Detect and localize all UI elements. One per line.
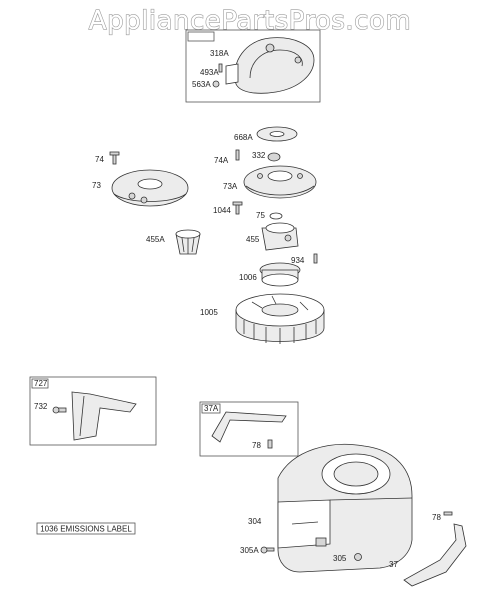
part-label-73A: 73A bbox=[223, 182, 238, 191]
emissions-label-text: 1036 EMISSIONS LABEL bbox=[40, 525, 132, 534]
screw-part bbox=[109, 151, 120, 165]
screw-part bbox=[52, 406, 67, 414]
part-label-74: 74 bbox=[95, 155, 104, 164]
guard-strip-part bbox=[403, 523, 467, 587]
part-label-1006: 1006 bbox=[239, 273, 257, 282]
screw-part bbox=[267, 439, 273, 449]
part-label-78-strip: 78 bbox=[432, 513, 441, 522]
starter-cup-center bbox=[243, 165, 317, 199]
starter-cup-left bbox=[111, 169, 189, 207]
inset-box-top bbox=[185, 29, 321, 103]
part-label-305: 305 bbox=[333, 554, 347, 563]
part-label-455: 455 bbox=[246, 235, 260, 244]
part-label-37A: 37A bbox=[204, 404, 219, 413]
part-label-493A: 493A bbox=[200, 68, 219, 77]
flywheel-fan-part bbox=[235, 293, 325, 344]
nut-part bbox=[354, 553, 362, 561]
pawl-housing-part bbox=[261, 222, 299, 251]
screw-part bbox=[443, 511, 453, 516]
blower-housing-part bbox=[277, 443, 413, 573]
screw-part bbox=[235, 149, 240, 161]
part-label-37: 37 bbox=[389, 560, 398, 569]
screw-part bbox=[313, 253, 318, 264]
part-label-78-shield: 78 bbox=[252, 441, 261, 450]
screw-part bbox=[232, 201, 243, 215]
part-label-455A: 455A bbox=[146, 235, 165, 244]
part-label-74A: 74A bbox=[214, 156, 229, 165]
part-label-1044: 1044 bbox=[213, 206, 231, 215]
air-baffle-part bbox=[71, 391, 137, 441]
part-label-73: 73 bbox=[92, 181, 101, 190]
part-label-305A: 305A bbox=[240, 546, 259, 555]
inset-tab-37A bbox=[201, 403, 221, 414]
watermark-text: AppliancePartsPros.com bbox=[89, 6, 411, 36]
part-label-668A: 668A bbox=[234, 133, 253, 142]
nut-part bbox=[212, 80, 220, 88]
part-label-934: 934 bbox=[291, 256, 305, 265]
part-label-727: 727 bbox=[34, 379, 48, 388]
screw-part bbox=[218, 63, 223, 73]
washer-part bbox=[269, 212, 283, 220]
nut-part bbox=[267, 152, 281, 162]
inset-box-37A bbox=[199, 401, 299, 457]
ratchet-cup-part bbox=[175, 229, 201, 255]
debris-shield-part bbox=[211, 411, 287, 443]
fan-retainer-part bbox=[259, 262, 301, 287]
inset-tab-top bbox=[187, 31, 215, 42]
part-label-732: 732 bbox=[34, 402, 48, 411]
screw-part bbox=[260, 546, 275, 554]
part-label-563A: 563A bbox=[192, 80, 211, 89]
bracket-part bbox=[225, 63, 239, 85]
part-label-332: 332 bbox=[252, 151, 266, 160]
part-label-1005: 1005 bbox=[200, 308, 218, 317]
part-label-304: 304 bbox=[248, 517, 262, 526]
blower-housing-cover bbox=[234, 37, 315, 94]
emissions-label-box bbox=[36, 522, 136, 535]
inset-tab-727 bbox=[31, 378, 49, 389]
inset-box-727 bbox=[29, 376, 157, 446]
retainer-ring-part bbox=[256, 126, 298, 142]
part-label-318A: 318A bbox=[210, 49, 229, 58]
part-label-75: 75 bbox=[256, 211, 265, 220]
